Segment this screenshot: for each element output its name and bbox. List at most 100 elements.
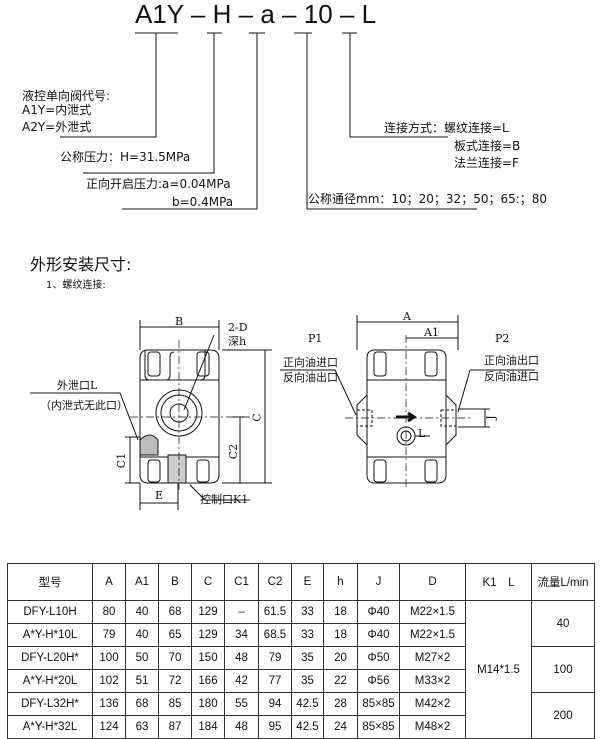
table-cell: 48 — [224, 715, 259, 739]
code-separator: – — [190, 0, 206, 29]
table-cell: 79 — [258, 646, 292, 670]
label-p2-forward: 正向油出口 — [484, 354, 539, 367]
table-cell: 150 — [191, 646, 225, 670]
table-cell: 136 — [92, 692, 126, 716]
table-cell: 33 — [291, 600, 324, 624]
table-cell: 85×85 — [357, 692, 400, 716]
table-cell: 50 — [125, 646, 159, 670]
opening-pressure-a: 正向开启压力:a=0.04MPa — [86, 177, 231, 191]
code-separator: – — [238, 0, 254, 29]
table-cell: 102 — [92, 669, 126, 693]
label-depth-h: 深h — [228, 335, 247, 348]
table-cell: Φ40 — [357, 623, 400, 647]
valve-code-a2y: A2Y=外泄式 — [22, 120, 92, 134]
col-header: J — [357, 563, 400, 601]
table-cell: 79 — [92, 623, 126, 647]
dim-a1: A1 — [424, 326, 439, 339]
opening-pressure-b: b=0.4MPa — [172, 195, 234, 209]
table-cell: A*Y-H*32L — [7, 715, 93, 739]
right-block-view — [280, 315, 535, 490]
label-control-port: 控制口K1 — [200, 493, 249, 506]
table-cell: 61.5 — [258, 600, 292, 624]
dim-j: J — [484, 415, 498, 420]
table-cell: 124 — [92, 715, 126, 739]
table-cell: 85×85 — [357, 715, 400, 739]
section-title: 外形安装尺寸: — [30, 255, 132, 274]
table-cell: 166 — [191, 669, 225, 693]
dim-b: B — [175, 315, 184, 328]
table-cell: 40 — [125, 600, 159, 624]
code-part-pressure: H — [212, 0, 232, 29]
label-p2: P2 — [495, 332, 510, 345]
table-cell: 24 — [323, 715, 358, 739]
table-cell: 68 — [125, 692, 159, 716]
label-p1-forward: 正向油进口 — [283, 356, 338, 369]
col-header: D — [399, 563, 466, 601]
col-header: A1 — [125, 563, 159, 601]
code-separator: – — [282, 0, 297, 29]
table-cell: 42.5 — [291, 715, 324, 739]
table-cell: Φ50 — [357, 646, 400, 670]
table-header-row: 型号 A A1 B C C1 C2 E h J D K1 L 流量L/min — [7, 563, 595, 601]
table-cell: 68 — [158, 600, 192, 624]
table-cell: 95 — [258, 715, 292, 739]
table-cell: 85 — [158, 692, 192, 716]
table-cell: 42 — [224, 669, 259, 693]
label-p2-reverse: 反向油进口 — [484, 370, 539, 383]
table-cell: 184 — [191, 715, 225, 739]
col-header: 型号 — [7, 563, 93, 601]
table-cell: DFY-L20H* — [7, 646, 93, 670]
code-leader-lines — [60, 32, 477, 210]
col-header: B — [158, 563, 192, 601]
connection-l: 连接方式：螺纹连接=L — [384, 121, 509, 135]
code-separator: – — [339, 0, 355, 29]
flow-cell: 200 — [531, 692, 595, 739]
left-block-view — [30, 320, 272, 510]
col-header: 流量L/min — [531, 563, 595, 601]
table-cell: M22×1.5 — [399, 600, 466, 624]
code-part-connection: L — [361, 0, 377, 29]
col-header: C1 — [224, 563, 259, 601]
label-p1: P1 — [308, 332, 323, 345]
dim-c1: C1 — [115, 452, 129, 469]
code-part-series: A1Y — [135, 0, 184, 29]
dim-c2: C2 — [227, 443, 241, 460]
table-cell: M27×2 — [399, 646, 466, 670]
label-p1-reverse: 反向油出口 — [283, 371, 338, 384]
table-cell: 63 — [125, 715, 159, 739]
dim-a: A — [403, 310, 411, 323]
col-header: h — [323, 563, 358, 601]
dim-e: E — [155, 489, 164, 502]
table-cell: Φ56 — [357, 669, 400, 693]
table-cell: 55 — [224, 692, 259, 716]
table-cell: M48×2 — [399, 715, 466, 739]
col-header: E — [291, 563, 324, 601]
flow-cell: 40 — [531, 600, 595, 647]
table-cell: 100 — [92, 646, 126, 670]
connection-b: 板式连接=B — [454, 139, 521, 153]
label-l-port: L — [418, 427, 426, 440]
table-cell: M22×1.5 — [399, 623, 466, 647]
table-cell: 28 — [323, 692, 358, 716]
valve-code-title: 液控单向阀代号: — [22, 89, 111, 103]
dim-c: C — [250, 413, 264, 422]
col-header: C2 — [258, 563, 292, 601]
table-cell: 35 — [291, 669, 324, 693]
table-cell: – — [224, 600, 259, 624]
table-cell: 22 — [323, 669, 358, 693]
label-drain-port: 外泄口L — [57, 379, 98, 392]
col-header: K1 L — [465, 563, 532, 601]
table-cell: 33 — [291, 623, 324, 647]
code-part-opening: a — [260, 0, 275, 29]
connection-f: 法兰连接=F — [454, 156, 519, 170]
table-cell: 87 — [158, 715, 192, 739]
table-cell: 129 — [191, 623, 225, 647]
dimensions-table: 型号 A A1 B C C1 C2 E h J D K1 L 流量L/min D… — [7, 563, 595, 739]
table-cell: 80 — [92, 600, 126, 624]
table-cell: DFY-L32H* — [7, 692, 93, 716]
table-cell: 40 — [125, 623, 159, 647]
col-header: A — [92, 563, 126, 601]
